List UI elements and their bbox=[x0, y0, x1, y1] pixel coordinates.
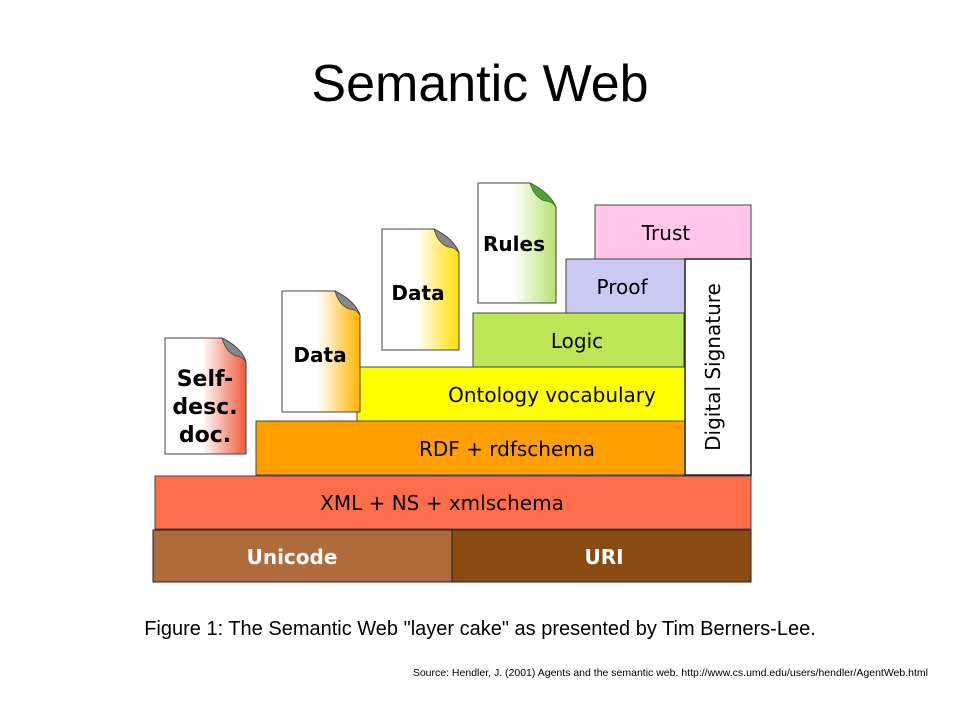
proof-label: Proof bbox=[596, 275, 648, 299]
logic-layer bbox=[472, 312, 685, 368]
page-title: Semantic Web bbox=[311, 55, 649, 113]
logic-label: Logic bbox=[551, 329, 603, 353]
rdf-layer bbox=[255, 420, 686, 476]
rdf-label: RDF + rdfschema bbox=[419, 437, 595, 461]
uri-layer bbox=[451, 529, 752, 583]
data-doc-1-label: Data bbox=[293, 343, 346, 367]
ontology-label: Ontology vocabulary bbox=[448, 383, 656, 407]
xml-label: XML + NS + xmlschema bbox=[320, 491, 564, 515]
xml-layer bbox=[154, 475, 752, 530]
proof-layer bbox=[565, 258, 686, 314]
source-citation: Source: Hendler, J. (2001) Agents and th… bbox=[412, 667, 928, 679]
digital-signature-layer bbox=[684, 258, 752, 476]
unicode-layer bbox=[152, 529, 453, 583]
data-doc-2-label: Data bbox=[391, 281, 444, 305]
self-desc-line-1: Self- bbox=[177, 367, 234, 392]
self-desc-line-3: doc. bbox=[179, 423, 231, 448]
rules-doc-label: Rules bbox=[483, 232, 545, 256]
trust-layer bbox=[594, 204, 752, 260]
rules-doc: Rules bbox=[477, 182, 557, 304]
digital-signature-label: Digital Signature bbox=[701, 283, 725, 451]
trust-label: Trust bbox=[641, 221, 691, 245]
self-desc-line-2: desc. bbox=[172, 395, 237, 420]
self-desc-doc: Self- desc. doc. bbox=[164, 337, 247, 455]
data-doc-1: Data bbox=[281, 290, 361, 413]
unicode-label: Unicode bbox=[247, 545, 338, 569]
uri-label: URI bbox=[584, 545, 623, 569]
data-doc-2: Data bbox=[381, 228, 460, 351]
ontology-layer bbox=[356, 366, 686, 422]
figure-caption: Figure 1: The Semantic Web "layer cake" … bbox=[144, 618, 816, 640]
